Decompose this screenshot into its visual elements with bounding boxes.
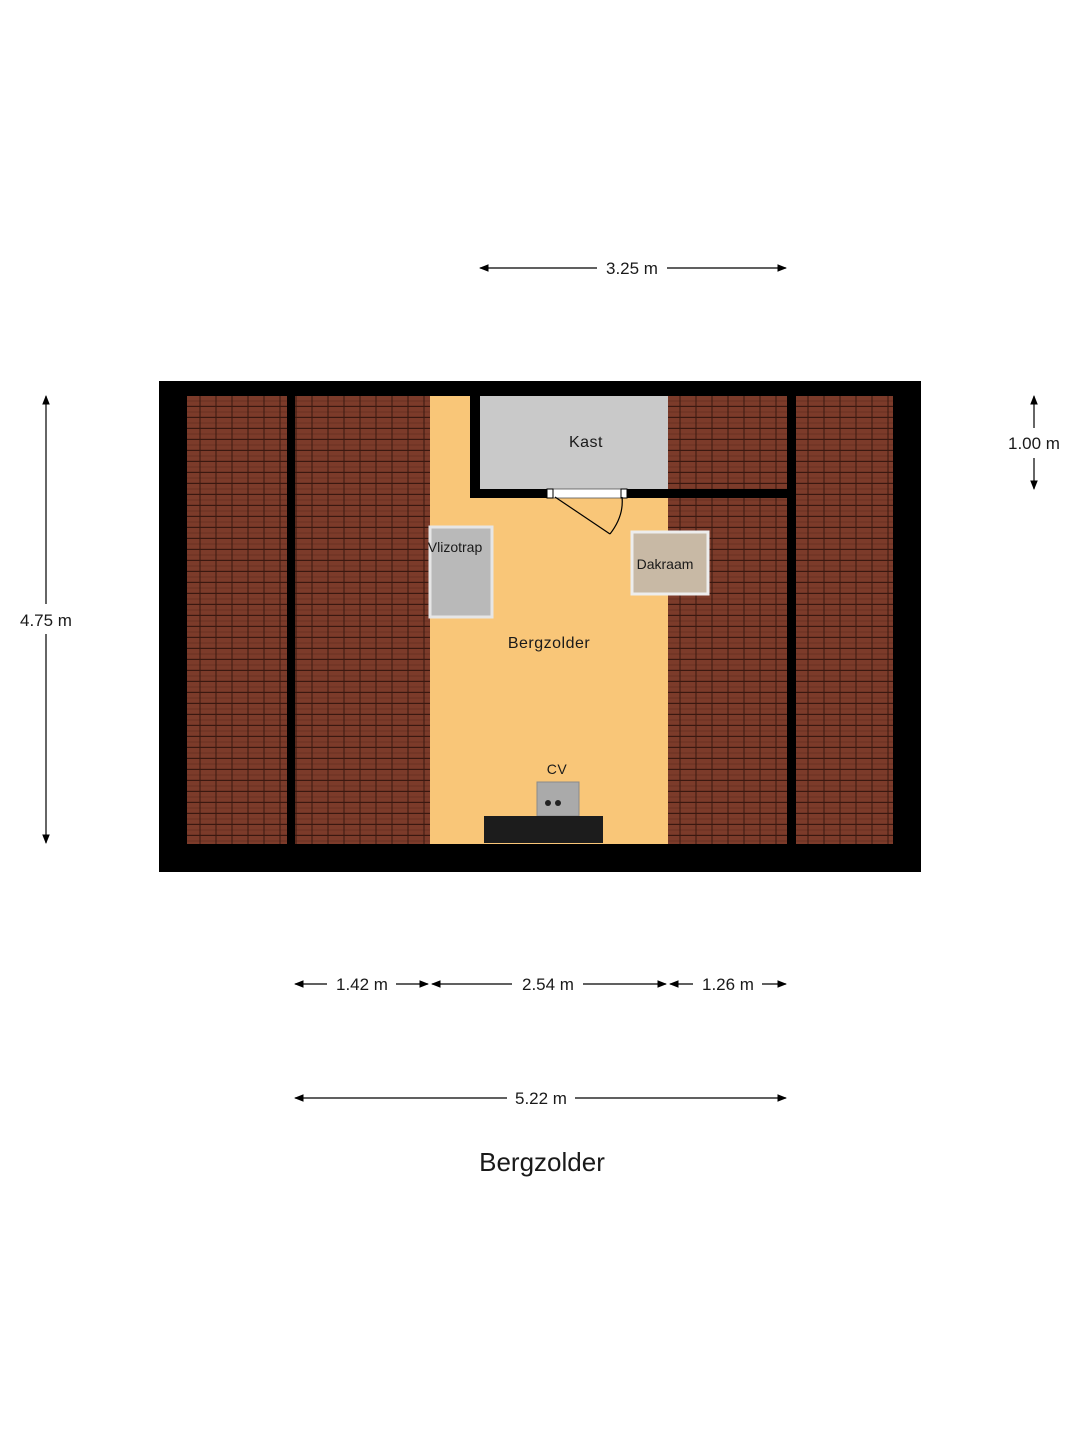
main-room-label: Bergzolder — [508, 635, 591, 652]
door-jamb-left — [546, 488, 554, 499]
dim-label-top: 3.25 m — [606, 259, 658, 278]
boiler-connection-2 — [555, 800, 561, 806]
storage-wall-left — [470, 396, 480, 498]
roof-tiles-left-outer — [187, 396, 287, 844]
door-swing-arc — [609, 496, 623, 535]
skylight-label: Dakraam — [637, 556, 694, 572]
door-leaf — [554, 496, 611, 535]
dim-label-left: 4.75 m — [20, 611, 72, 630]
dim-label-bottom-middle: 2.54 m — [522, 975, 574, 994]
boiler-connection-1 — [545, 800, 551, 806]
skylight — [630, 530, 710, 596]
hatch-label: Vlizotrap — [428, 539, 483, 555]
dim-label-right: 1.00 m — [1008, 434, 1060, 453]
floor-title: Bergzolder — [479, 1147, 605, 1177]
roof-tiles-right-inner — [668, 396, 787, 844]
dim-label-bottom-right: 1.26 m — [702, 975, 754, 994]
hatch — [428, 525, 494, 619]
door-opening — [548, 488, 628, 499]
roof-tiles-right-outer — [796, 396, 893, 844]
roof-tiles-left-inner — [295, 396, 430, 844]
boiler — [536, 781, 580, 817]
storage-label: Kast — [569, 434, 603, 451]
dim-label-bottom-left: 1.42 m — [336, 975, 388, 994]
door-jamb-right — [620, 488, 628, 499]
boiler-label: CV — [547, 761, 568, 777]
dim-label-overall: 5.22 m — [515, 1089, 567, 1108]
boiler-base — [484, 816, 603, 843]
storage-room — [480, 396, 668, 489]
storage-wall-bottom — [470, 489, 796, 498]
